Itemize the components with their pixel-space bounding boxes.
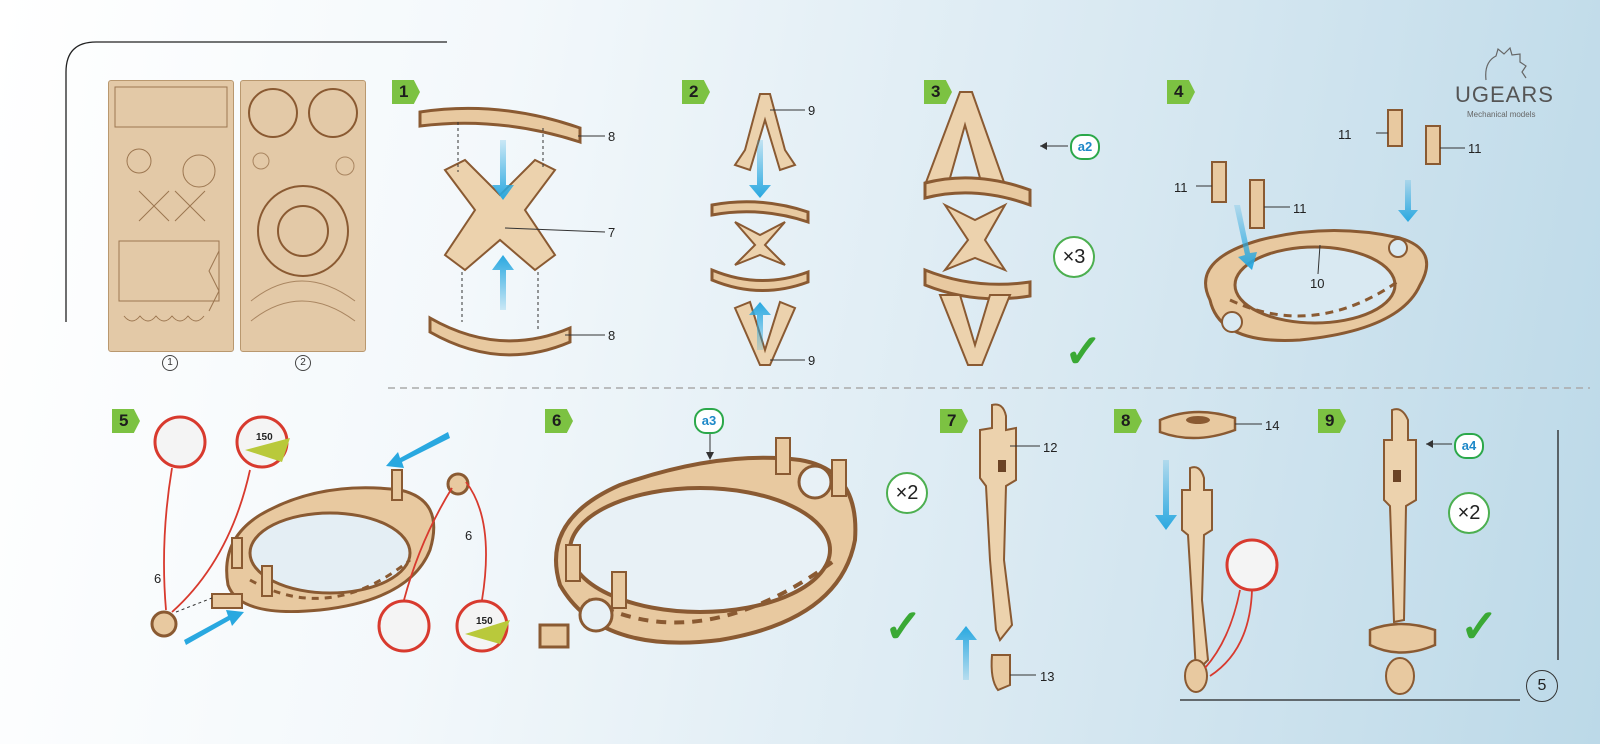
- part-label: 11: [1174, 180, 1188, 195]
- ref-bubble-a2: a2: [1070, 134, 1100, 160]
- step-3-drawing: [923, 91, 1068, 366]
- plywood-sheet-2: [240, 80, 366, 352]
- multiplier-badge: ×3: [1053, 236, 1095, 278]
- step-6-drawing: [538, 428, 858, 649]
- step-3-badge: 3: [924, 80, 952, 104]
- part-label: 8: [608, 328, 616, 343]
- step-6-badge: 6: [545, 409, 573, 433]
- step-8-badge: 8: [1114, 409, 1142, 433]
- step-1-badge: 1: [392, 80, 420, 104]
- part-label: 7: [608, 225, 616, 240]
- plywood-sheet-1: [108, 80, 234, 352]
- glue-bottle-icon: [377, 599, 431, 653]
- sheet-1-number: 1: [162, 355, 178, 371]
- gear-logo-icon: [1485, 46, 1527, 81]
- sandpaper-grit-label: 150: [476, 616, 493, 627]
- multiplier-badge: ×2: [886, 472, 928, 514]
- check-icon: ✓: [884, 600, 923, 652]
- sheet-1-parts-icon: [114, 86, 228, 322]
- part-label: 9: [808, 103, 816, 118]
- part-label: 8: [608, 129, 616, 144]
- step-8-drawing: [1155, 410, 1279, 693]
- part-label: 9: [808, 353, 816, 368]
- glue-bottle-icon: [153, 415, 207, 469]
- part-label: 10: [1310, 276, 1325, 291]
- step-9-drawing: [1368, 408, 1452, 695]
- step-9-badge: 9: [1318, 409, 1346, 433]
- glue-bottle-icon: [1225, 538, 1279, 592]
- part-label: 6: [154, 571, 162, 586]
- part-label: 11: [1338, 127, 1352, 142]
- step-1-drawing: [418, 106, 606, 357]
- multiplier-badge: ×2: [1448, 492, 1490, 534]
- step-4-badge: 4: [1167, 80, 1195, 104]
- step-5-badge: 5: [112, 409, 140, 433]
- brand-name: UGEARS: [1455, 82, 1554, 107]
- step-7-drawing: [955, 403, 1040, 692]
- sheet-2-parts-icon: [248, 88, 358, 322]
- step-2-badge: 2: [682, 80, 710, 104]
- brand-tagline: Mechanical models: [1467, 110, 1536, 119]
- step-7-badge: 7: [940, 409, 968, 433]
- page-number: 5: [1526, 670, 1558, 702]
- sandpaper-grit-label: 150: [256, 432, 273, 443]
- part-label: 6: [465, 528, 473, 543]
- step-2-drawing: [710, 93, 810, 366]
- check-icon: ✓: [1064, 325, 1103, 377]
- ref-bubble-a4: a4: [1454, 433, 1484, 459]
- step-5-drawing: [150, 415, 510, 653]
- part-label: 12: [1043, 440, 1058, 455]
- step-4-drawing: [1196, 109, 1465, 342]
- part-label: 11: [1293, 201, 1307, 216]
- part-label: 14: [1265, 418, 1280, 433]
- check-icon: ✓: [1460, 600, 1499, 652]
- part-label: 13: [1040, 669, 1055, 684]
- sheet-2-number: 2: [295, 355, 311, 371]
- part-label: 11: [1468, 141, 1482, 156]
- ref-bubble-a3: a3: [694, 408, 724, 434]
